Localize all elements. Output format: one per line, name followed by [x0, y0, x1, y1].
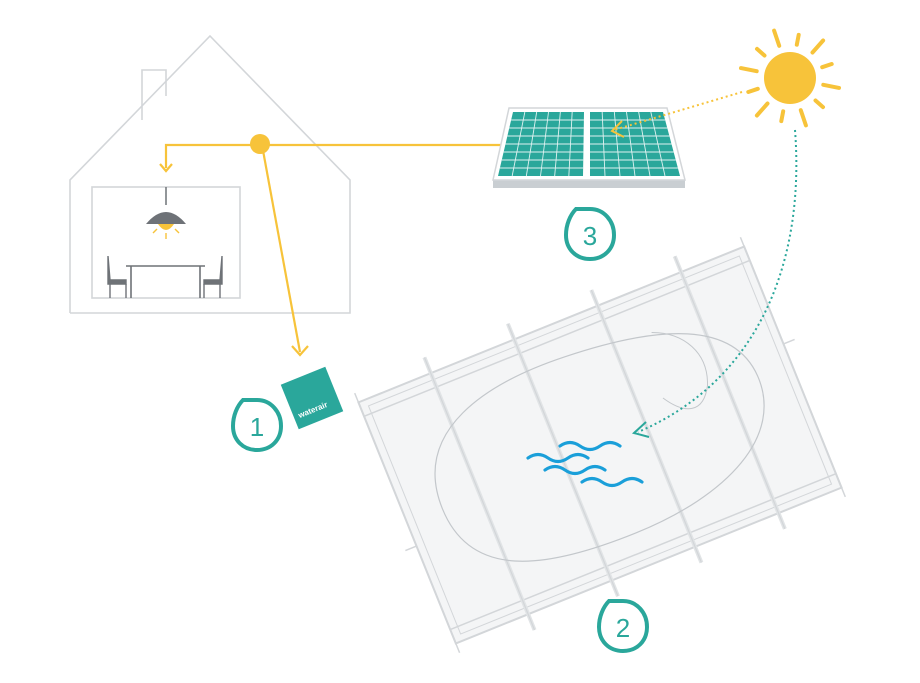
- sun-ray: [798, 108, 808, 128]
- chair-icon: [107, 255, 127, 298]
- sun-ray: [772, 28, 782, 48]
- sun-ray: [746, 86, 760, 94]
- marker-1-label: 1: [250, 412, 264, 442]
- sun-ray: [810, 38, 826, 55]
- house-icon: [69, 34, 351, 314]
- chair-icon: [203, 255, 223, 298]
- sunlight-to-pool-arrow: [631, 129, 798, 438]
- solar-panel-icon: [492, 107, 686, 188]
- sun-ray: [813, 98, 825, 110]
- lamp-icon: [146, 187, 186, 239]
- sun-ray: [820, 62, 834, 70]
- marker-1: 1: [230, 398, 284, 453]
- power-lines: [159, 143, 509, 357]
- sun-ray: [755, 46, 767, 58]
- marker-2: 2: [596, 599, 650, 654]
- controller-box: waterair: [280, 366, 344, 430]
- sun-ray: [821, 82, 841, 90]
- sun-ray: [779, 109, 786, 124]
- marker-3: 3: [563, 207, 617, 262]
- water-waves-icon: [526, 440, 644, 488]
- sun-icon: [739, 28, 841, 128]
- marker-2-label: 2: [616, 613, 630, 643]
- table-icon: [126, 265, 205, 298]
- sun-ray: [794, 32, 801, 47]
- sunlight-to-panel-arrow: [610, 91, 743, 138]
- sun-ray: [739, 66, 759, 74]
- junction-dot-icon: [250, 134, 270, 154]
- marker-3-label: 3: [583, 221, 597, 251]
- sun-ray: [754, 101, 770, 118]
